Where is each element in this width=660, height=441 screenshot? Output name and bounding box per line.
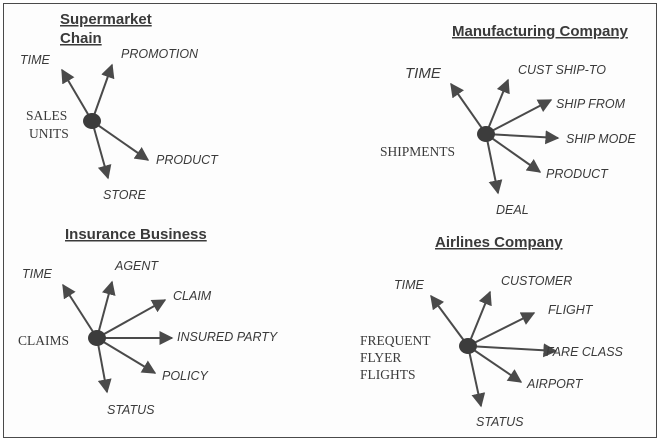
diagram-title-line: Insurance Business xyxy=(65,226,207,243)
diagram-title-line: Chain xyxy=(60,30,102,47)
fact-hub xyxy=(477,126,495,142)
fact-label: FLYER xyxy=(360,350,401,365)
dimension-arrow xyxy=(485,133,542,173)
dimension-arrow xyxy=(91,120,112,180)
dimension-label: TIME xyxy=(405,65,442,82)
dimension-label: STATUS xyxy=(107,403,155,417)
fact-label: UNITS xyxy=(29,126,69,141)
dimension-arrow xyxy=(96,337,157,374)
dimension-arrow xyxy=(467,312,536,347)
dimension-label: TIME xyxy=(20,53,51,67)
dimension-label: CLAIM xyxy=(173,289,212,303)
fact-hub xyxy=(88,330,106,346)
dimension-label: SHIP MODE xyxy=(566,132,636,146)
dimension-label: DEAL xyxy=(496,203,529,217)
diagram-title-line: Supermarket xyxy=(60,11,152,28)
fact-label: FLIGHTS xyxy=(360,367,416,382)
fact-label: SALES xyxy=(26,108,67,123)
diagram-title-line: Manufacturing Company xyxy=(452,23,628,40)
dimension-label: FARE CLASS xyxy=(546,345,624,359)
dimension-label: POLICY xyxy=(162,369,210,383)
dimension-arrow xyxy=(96,299,167,339)
diagram-title-line: Airlines Company xyxy=(435,234,563,251)
dimension-label: SHIP FROM xyxy=(556,97,626,111)
dimension-arrow xyxy=(62,283,98,339)
diagram-supermarket-chain: Supermarket Chain SALES UNITS TIME PROMO… xyxy=(20,11,219,202)
dimension-label: AIRPORT xyxy=(526,377,584,391)
dimension-label: FLIGHT xyxy=(548,303,594,317)
dimension-arrow xyxy=(467,345,523,383)
dimension-arrow xyxy=(91,120,150,161)
fact-label: CLAIMS xyxy=(18,333,69,348)
dimension-arrow xyxy=(467,343,558,358)
dimension-arrow xyxy=(467,345,486,408)
dimension-label: TIME xyxy=(22,267,53,281)
dimension-label: PROMOTION xyxy=(121,47,199,61)
dimension-label: STORE xyxy=(103,188,146,202)
dimension-arrow xyxy=(450,82,487,135)
diagram-manufacturing-company: Manufacturing Company SHIPMENTS TIME CUS… xyxy=(380,23,636,217)
dimension-label: CUST SHIP-TO xyxy=(518,63,606,77)
dimension-arrow xyxy=(467,290,492,347)
diagram-airlines-company: Airlines Company FREQUENT FLYER FLIGHTS … xyxy=(360,234,624,429)
dimension-label: PRODUCT xyxy=(546,167,609,181)
dimension-arrow xyxy=(61,68,93,122)
dimension-label: PRODUCT xyxy=(156,153,219,167)
fact-label: SHIPMENTS xyxy=(380,144,455,159)
fact-label: FREQUENT xyxy=(360,333,431,348)
fact-hub xyxy=(83,113,101,129)
dimension-label: TIME xyxy=(394,278,425,292)
fact-hub xyxy=(459,338,477,354)
dimension-label: AGENT xyxy=(114,259,159,273)
dimension-arrow xyxy=(485,133,503,195)
dimension-arrow xyxy=(485,99,553,135)
dimension-arrow xyxy=(91,63,115,122)
dimension-arrow xyxy=(485,130,560,145)
dimension-label: CUSTOMER xyxy=(501,274,572,288)
dimension-label: STATUS xyxy=(476,415,524,429)
diagram-insurance-business: Insurance Business CLAIMS TIME AGENT CLA… xyxy=(18,226,279,417)
dimension-arrow xyxy=(96,337,112,394)
dimension-arrow xyxy=(430,294,469,347)
dimension-label: INSURED PARTY xyxy=(177,330,279,344)
dimension-arrow xyxy=(485,78,510,135)
dimension-arrow xyxy=(96,280,116,339)
